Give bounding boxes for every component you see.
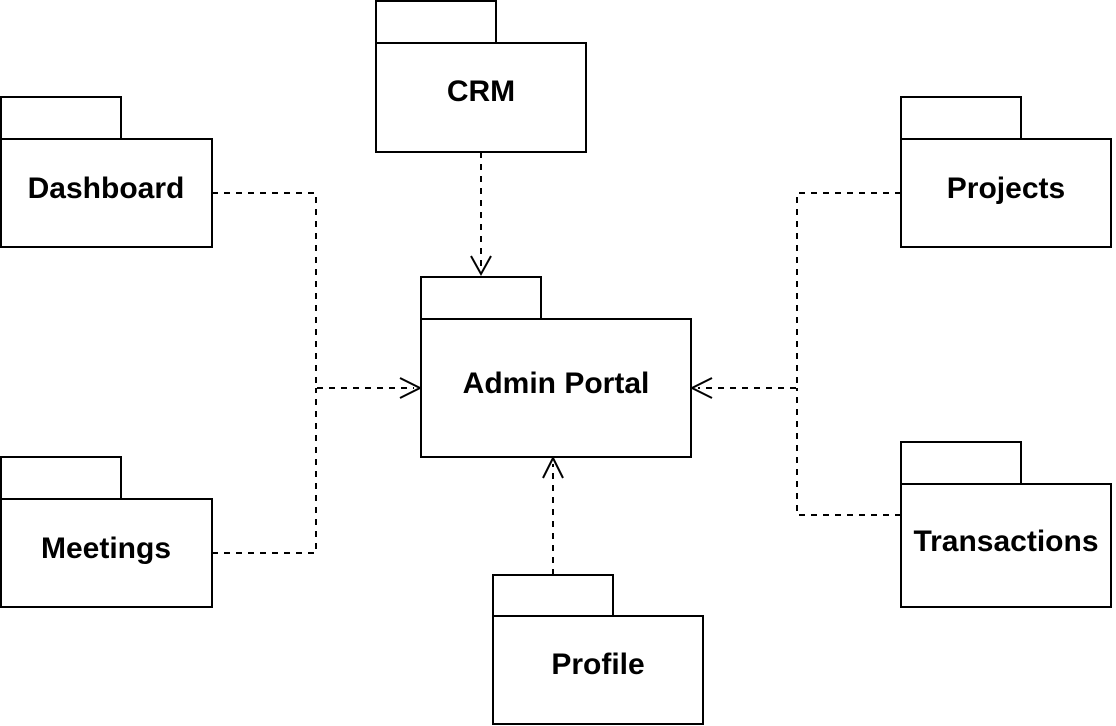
package-dashboard: Dashboard bbox=[0, 96, 213, 248]
package-body bbox=[900, 483, 1112, 608]
package-label-meetings: Meetings bbox=[41, 532, 171, 565]
package-profile: Profile bbox=[492, 574, 704, 725]
package-label-dashboard: Dashboard bbox=[28, 172, 185, 205]
package-tab bbox=[0, 96, 122, 140]
package-label-projects: Projects bbox=[947, 172, 1065, 205]
package-body bbox=[375, 42, 587, 153]
dep-transactions-admin bbox=[796, 388, 901, 516]
package-tab bbox=[900, 96, 1022, 140]
package-crm: CRM bbox=[375, 0, 587, 153]
package-label-transactions: Transactions bbox=[913, 525, 1098, 558]
package-tab bbox=[900, 441, 1022, 485]
package-label-crm: CRM bbox=[447, 75, 515, 108]
package-tab bbox=[375, 0, 497, 44]
dep-meetings-admin bbox=[212, 388, 317, 554]
package-transactions: Transactions bbox=[900, 441, 1112, 608]
package-label-profile: Profile bbox=[551, 648, 644, 681]
package-admin-portal: Admin Portal bbox=[420, 276, 692, 458]
package-body bbox=[420, 318, 692, 458]
dep-crm-admin-arrowhead bbox=[470, 255, 492, 277]
package-tab bbox=[0, 456, 122, 500]
package-tab bbox=[492, 574, 614, 617]
package-tab bbox=[420, 276, 542, 320]
dep-dashboard-admin bbox=[212, 192, 414, 389]
package-body bbox=[900, 138, 1112, 248]
package-label-admin-portal: Admin Portal bbox=[463, 367, 650, 400]
package-body bbox=[492, 615, 704, 725]
package-body bbox=[0, 138, 213, 248]
package-projects: Projects bbox=[900, 96, 1112, 248]
package-body bbox=[0, 498, 213, 608]
package-meetings: Meetings bbox=[0, 456, 213, 608]
dep-projects-admin bbox=[698, 192, 901, 389]
